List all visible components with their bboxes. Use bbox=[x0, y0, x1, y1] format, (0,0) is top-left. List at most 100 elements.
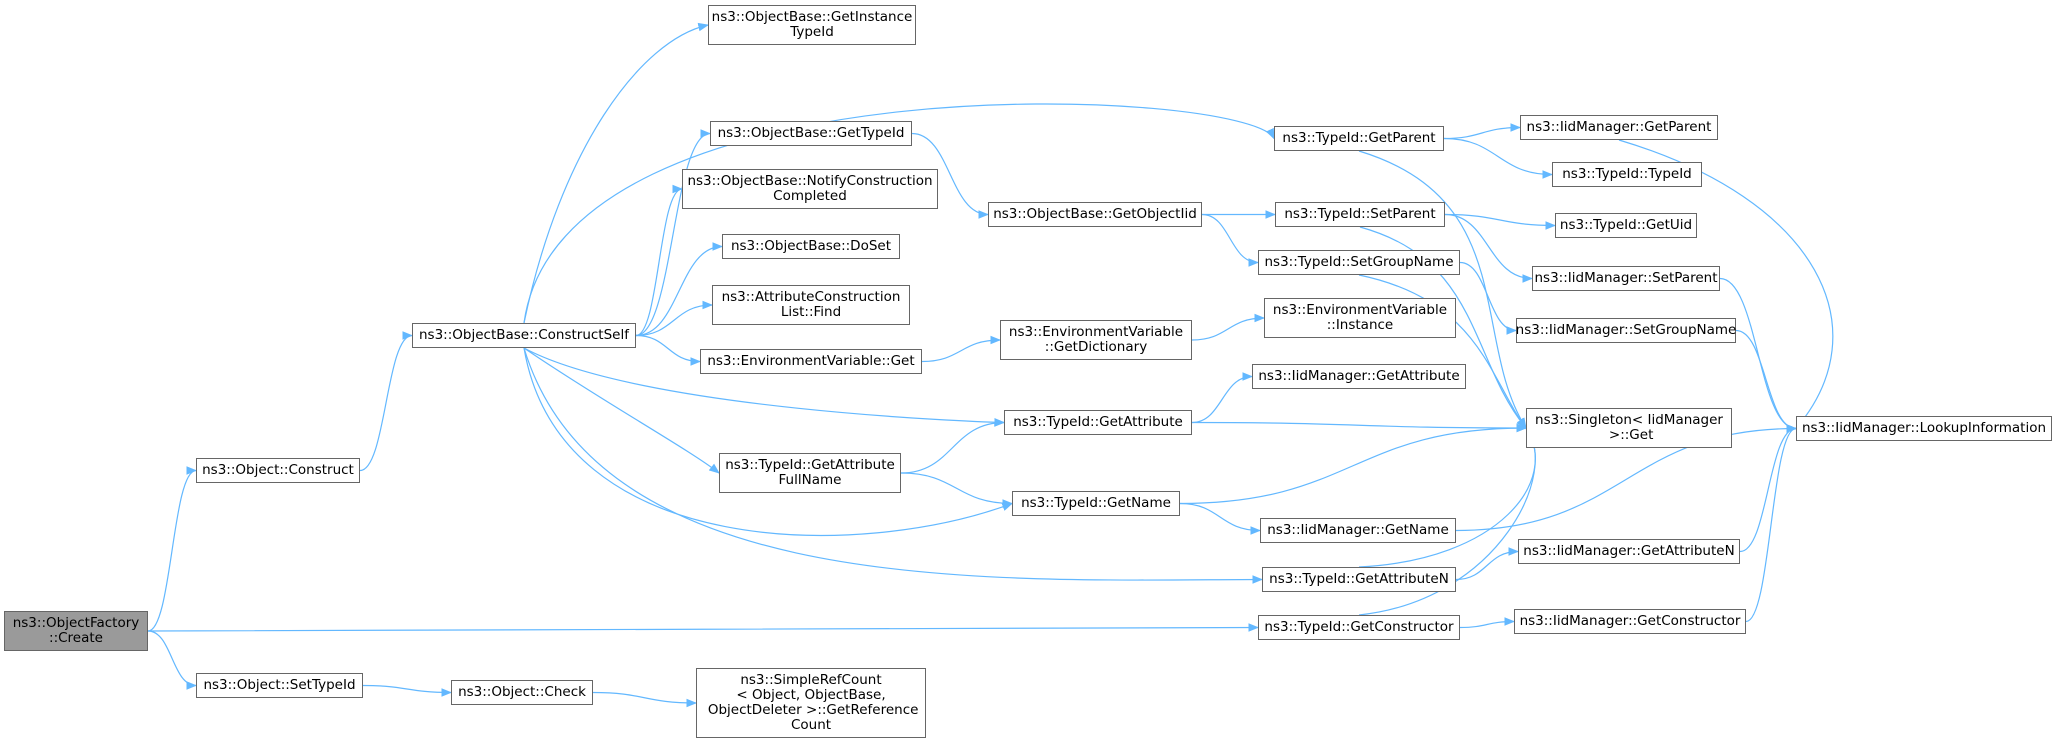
node-label: ns3::Object::Construct bbox=[202, 462, 354, 478]
node-objectbase-constructself[interactable]: ns3::ObjectBase::ConstructSelf bbox=[412, 323, 636, 348]
node-label: ns3::EnvironmentVariable::Get bbox=[707, 353, 915, 369]
node-typeid-getattribute[interactable]: ns3::TypeId::GetAttribute bbox=[1004, 410, 1192, 435]
edge-objectbase-constructself-to-typeid-getname bbox=[523, 347, 1014, 537]
edge-typeid-getparent-to-typeid-typeid bbox=[1443, 137, 1554, 179]
edge-typeid-getparent-to-singleton-get bbox=[1358, 150, 1527, 429]
node-iidmanager-setparent[interactable]: ns3::IidManager::SetParent bbox=[1532, 266, 1720, 291]
edge-iidmanager-getname-to-iidmanager-lookupinformation bbox=[1455, 424, 1798, 532]
edge-objectbase-constructself-to-typeid-getattribute bbox=[523, 347, 1006, 427]
edge-objectbase-constructself-to-attrconstructionlist-find bbox=[635, 300, 714, 337]
edge-objectbase-constructself-to-typeid-getattributefullname bbox=[523, 347, 720, 474]
edge-objectbase-getobjectiid-to-typeid-setgroupname bbox=[1201, 213, 1260, 267]
edge-objectbase-constructself-to-typeid-getattributen bbox=[523, 347, 1264, 584]
edge-typeid-getattribute-to-iidmanager-getattribute bbox=[1191, 372, 1254, 424]
node-label: ns3::IidManager::SetGroupName bbox=[1515, 322, 1737, 338]
edge-typeid-getparent-to-iidmanager-getparent bbox=[1443, 123, 1522, 140]
edge-envvar-getdictionary-to-envvar-instance bbox=[1191, 313, 1266, 341]
edge-iidmanager-getconstructor-to-iidmanager-lookupinformation bbox=[1745, 424, 1798, 623]
node-label: ns3::ObjectFactory ::Create bbox=[12, 615, 140, 646]
node-simplerefcount-getreferencecount[interactable]: ns3::SimpleRefCount < Object, ObjectBase… bbox=[696, 668, 926, 738]
edge-objectbase-constructself-to-envvar-get bbox=[635, 334, 702, 366]
edge-envvar-get-to-envvar-getdictionary bbox=[921, 335, 1002, 363]
node-label: ns3::TypeId::GetAttribute FullName bbox=[725, 457, 895, 488]
node-envvar-instance[interactable]: ns3::EnvironmentVariable ::Instance bbox=[1264, 298, 1456, 338]
node-label: ns3::ObjectBase::GetTypeId bbox=[717, 125, 905, 141]
node-iidmanager-getname[interactable]: ns3::IidManager::GetName bbox=[1260, 518, 1456, 543]
node-label: ns3::TypeId::GetParent bbox=[1282, 130, 1436, 146]
edge-typeid-getconstructor-to-singleton-get bbox=[1358, 427, 1536, 616]
node-typeid-getparent[interactable]: ns3::TypeId::GetParent bbox=[1274, 126, 1444, 151]
node-object-construct[interactable]: ns3::Object::Construct bbox=[196, 458, 360, 483]
node-iidmanager-getparent[interactable]: ns3::IidManager::GetParent bbox=[1520, 115, 1718, 140]
edge-typeid-setparent-to-singleton-get bbox=[1359, 226, 1527, 429]
node-iidmanager-setgroupname[interactable]: ns3::IidManager::SetGroupName bbox=[1516, 318, 1736, 343]
node-label: ns3::TypeId::GetName bbox=[1021, 495, 1171, 511]
edge-objectbase-constructself-to-typeid-getparent bbox=[523, 103, 1275, 324]
node-label: ns3::IidManager::GetAttributeN bbox=[1523, 543, 1735, 559]
edge-typeid-setparent-to-iidmanager-setparent bbox=[1444, 213, 1534, 283]
edge-typeid-getname-to-iidmanager-getname bbox=[1179, 502, 1262, 535]
node-label: ns3::ObjectBase::NotifyConstruction Comp… bbox=[687, 173, 933, 204]
edge-iidmanager-setgroupname-to-iidmanager-lookupinformation bbox=[1735, 329, 1798, 433]
node-objectbase-doset[interactable]: ns3::ObjectBase::DoSet bbox=[722, 234, 900, 259]
edge-typeid-getattributefullname-to-typeid-getattribute bbox=[900, 418, 1006, 474]
edge-factory-create-to-typeid-getconstructor bbox=[147, 623, 1260, 632]
edge-object-settypeid-to-object-check bbox=[362, 684, 453, 697]
edge-typeid-setgroupname-to-iidmanager-setgroupname bbox=[1459, 261, 1518, 335]
node-label: ns3::TypeId::GetUid bbox=[1559, 217, 1693, 233]
node-attrconstructionlist-find[interactable]: ns3::AttributeConstruction List::Find bbox=[712, 285, 910, 325]
node-label: ns3::TypeId::TypeId bbox=[1562, 166, 1692, 182]
node-typeid-setparent[interactable]: ns3::TypeId::SetParent bbox=[1275, 202, 1445, 227]
edge-iidmanager-getattributen-to-iidmanager-lookupinformation bbox=[1739, 424, 1798, 553]
node-singleton-get[interactable]: ns3::Singleton< IidManager >::Get bbox=[1526, 408, 1732, 448]
edge-factory-create-to-object-construct bbox=[147, 466, 198, 632]
node-typeid-getattributefullname[interactable]: ns3::TypeId::GetAttribute FullName bbox=[719, 453, 901, 493]
node-label: ns3::Object::SetTypeId bbox=[203, 677, 356, 693]
node-typeid-setgroupname[interactable]: ns3::TypeId::SetGroupName bbox=[1258, 250, 1460, 275]
node-label: ns3::EnvironmentVariable ::GetDictionary bbox=[1008, 324, 1184, 355]
node-label: ns3::TypeId::GetConstructor bbox=[1264, 619, 1454, 635]
node-typeid-getattributen[interactable]: ns3::TypeId::GetAttributeN bbox=[1262, 567, 1456, 592]
node-typeid-typeid[interactable]: ns3::TypeId::TypeId bbox=[1552, 162, 1702, 187]
edge-object-check-to-simplerefcount-getreferencecount bbox=[592, 691, 698, 708]
node-iidmanager-lookupinformation[interactable]: ns3::IidManager::LookupInformation bbox=[1796, 416, 2052, 441]
node-objectbase-getobjectiid[interactable]: ns3::ObjectBase::GetObjectIid bbox=[988, 202, 1202, 227]
node-label: ns3::Singleton< IidManager >::Get bbox=[1535, 412, 1723, 443]
edge-typeid-getconstructor-to-iidmanager-getconstructor bbox=[1459, 617, 1516, 629]
node-label: ns3::SimpleRefCount < Object, ObjectBase… bbox=[707, 672, 919, 733]
node-iidmanager-getconstructor[interactable]: ns3::IidManager::GetConstructor bbox=[1514, 609, 1746, 634]
node-typeid-getuid[interactable]: ns3::TypeId::GetUid bbox=[1555, 213, 1697, 238]
node-label: ns3::IidManager::GetName bbox=[1267, 522, 1449, 538]
node-typeid-getname[interactable]: ns3::TypeId::GetName bbox=[1012, 491, 1180, 516]
node-iidmanager-getattribute[interactable]: ns3::IidManager::GetAttribute bbox=[1252, 364, 1466, 389]
node-factory-create: ns3::ObjectFactory ::Create bbox=[4, 611, 148, 651]
node-objectbase-gettypeid[interactable]: ns3::ObjectBase::GetTypeId bbox=[710, 121, 912, 146]
edge-typeid-getattributefullname-to-typeid-getname bbox=[900, 472, 1014, 508]
node-label: ns3::IidManager::GetParent bbox=[1526, 119, 1712, 135]
node-label: ns3::IidManager::GetConstructor bbox=[1519, 613, 1741, 629]
node-label: ns3::IidManager::GetAttribute bbox=[1258, 368, 1460, 384]
node-objectbase-getinstancetypeid[interactable]: ns3::ObjectBase::GetInstance TypeId bbox=[708, 5, 916, 45]
edge-objectbase-constructself-to-objectbase-getinstancetypeid bbox=[523, 22, 710, 324]
edge-object-construct-to-objectbase-constructself bbox=[359, 331, 414, 472]
node-label: ns3::ObjectBase::ConstructSelf bbox=[419, 327, 629, 343]
node-label: ns3::TypeId::SetParent bbox=[1284, 206, 1436, 222]
node-typeid-getconstructor[interactable]: ns3::TypeId::GetConstructor bbox=[1258, 615, 1460, 640]
node-label: ns3::TypeId::GetAttributeN bbox=[1269, 571, 1449, 587]
node-envvar-getdictionary[interactable]: ns3::EnvironmentVariable ::GetDictionary bbox=[1000, 320, 1192, 360]
node-iidmanager-getattributen[interactable]: ns3::IidManager::GetAttributeN bbox=[1518, 539, 1740, 564]
node-label: ns3::Object::Check bbox=[458, 684, 586, 700]
node-label: ns3::ObjectBase::DoSet bbox=[730, 238, 892, 254]
node-object-settypeid[interactable]: ns3::Object::SetTypeId bbox=[196, 673, 363, 698]
node-object-check[interactable]: ns3::Object::Check bbox=[451, 680, 593, 705]
node-label: ns3::ObjectBase::GetObjectIid bbox=[993, 206, 1197, 222]
edge-objectbase-gettypeid-to-objectbase-getobjectiid bbox=[911, 132, 990, 219]
edge-objectbase-constructself-to-objectbase-gettypeid bbox=[635, 129, 712, 337]
edge-typeid-getattributen-to-iidmanager-getattributen bbox=[1455, 547, 1520, 581]
node-objectbase-notifyconstruction[interactable]: ns3::ObjectBase::NotifyConstruction Comp… bbox=[682, 169, 938, 209]
node-envvar-get[interactable]: ns3::EnvironmentVariable::Get bbox=[700, 349, 922, 374]
edge-objectbase-constructself-to-objectbase-doset bbox=[635, 242, 724, 337]
edge-typeid-setparent-to-typeid-getuid bbox=[1444, 213, 1557, 230]
node-label: ns3::IidManager::LookupInformation bbox=[1801, 420, 2047, 436]
